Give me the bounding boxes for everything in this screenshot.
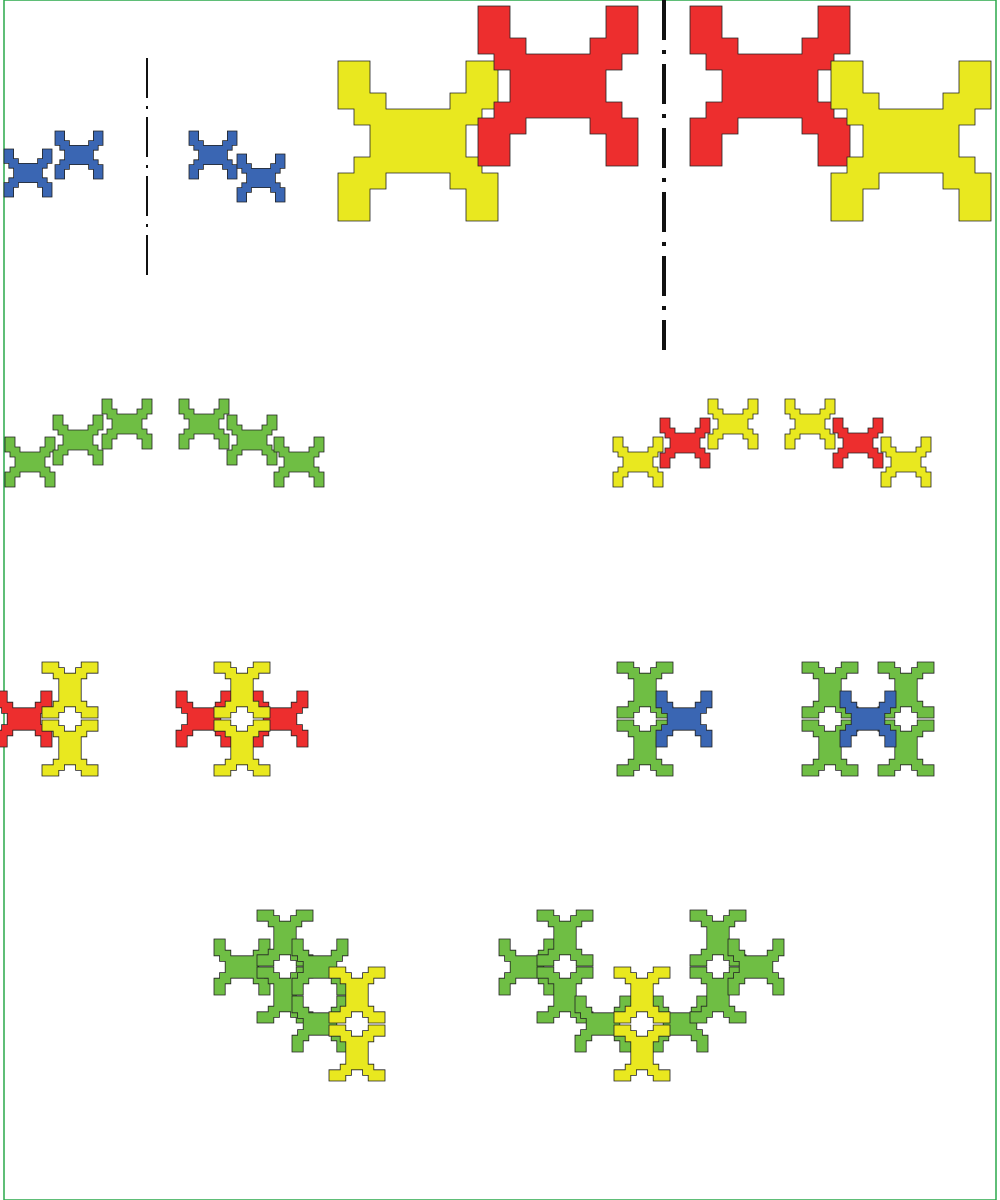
green-tile	[273, 436, 325, 488]
yellow-tile	[612, 436, 664, 488]
group-yellow-red-large-left	[337, 5, 639, 222]
green-tile	[4, 436, 56, 488]
yellow-tile	[613, 966, 671, 1024]
yellow-tile	[830, 60, 992, 222]
red-tile	[832, 417, 884, 469]
blue-tile	[3, 148, 53, 198]
yellow-tile	[613, 1024, 671, 1082]
green-tile	[226, 414, 278, 466]
group-red-yellow-cross-right	[175, 661, 309, 777]
blue-tile	[655, 690, 713, 748]
group-green-blue-cross-left	[616, 661, 713, 777]
yellow-tile	[784, 398, 836, 450]
group-green-chain-left	[4, 398, 153, 488]
red-tile	[477, 5, 639, 167]
axes-layer	[146, 0, 666, 350]
red-tile	[659, 417, 711, 469]
red-tile	[0, 690, 53, 748]
group-green-chain-right	[178, 398, 325, 488]
group-green-yellow-cluster-right	[498, 909, 785, 1082]
tiles-layer	[0, 5, 992, 1082]
group-yellow-red-chain-right	[784, 398, 932, 488]
yellow-tile	[337, 60, 499, 222]
group-blue-pair-right	[188, 130, 286, 203]
yellow-tile	[213, 719, 271, 777]
green-tile	[52, 414, 104, 466]
yellow-tile	[213, 661, 271, 719]
yellow-tile	[41, 719, 99, 777]
green-tile	[178, 398, 230, 450]
group-red-yellow-large-right	[689, 5, 992, 222]
green-tile	[101, 398, 153, 450]
yellow-tile	[328, 966, 386, 1024]
yellow-tile	[707, 398, 759, 450]
group-red-yellow-cross-left	[0, 661, 99, 777]
blue-tile	[188, 130, 238, 180]
blue-tile	[54, 130, 104, 180]
group-green-blue-cross-right	[801, 661, 935, 777]
green-tile	[213, 938, 271, 996]
group-yellow-red-chain-left	[612, 398, 759, 488]
blue-tile	[839, 690, 897, 748]
group-green-yellow-cluster-left	[213, 909, 386, 1082]
green-tile	[536, 909, 594, 967]
yellow-tile	[41, 661, 99, 719]
group-blue-pair-left	[3, 130, 104, 198]
yellow-tile	[880, 436, 932, 488]
blue-tile	[236, 153, 286, 203]
green-tile	[727, 938, 785, 996]
yellow-tile	[328, 1024, 386, 1082]
